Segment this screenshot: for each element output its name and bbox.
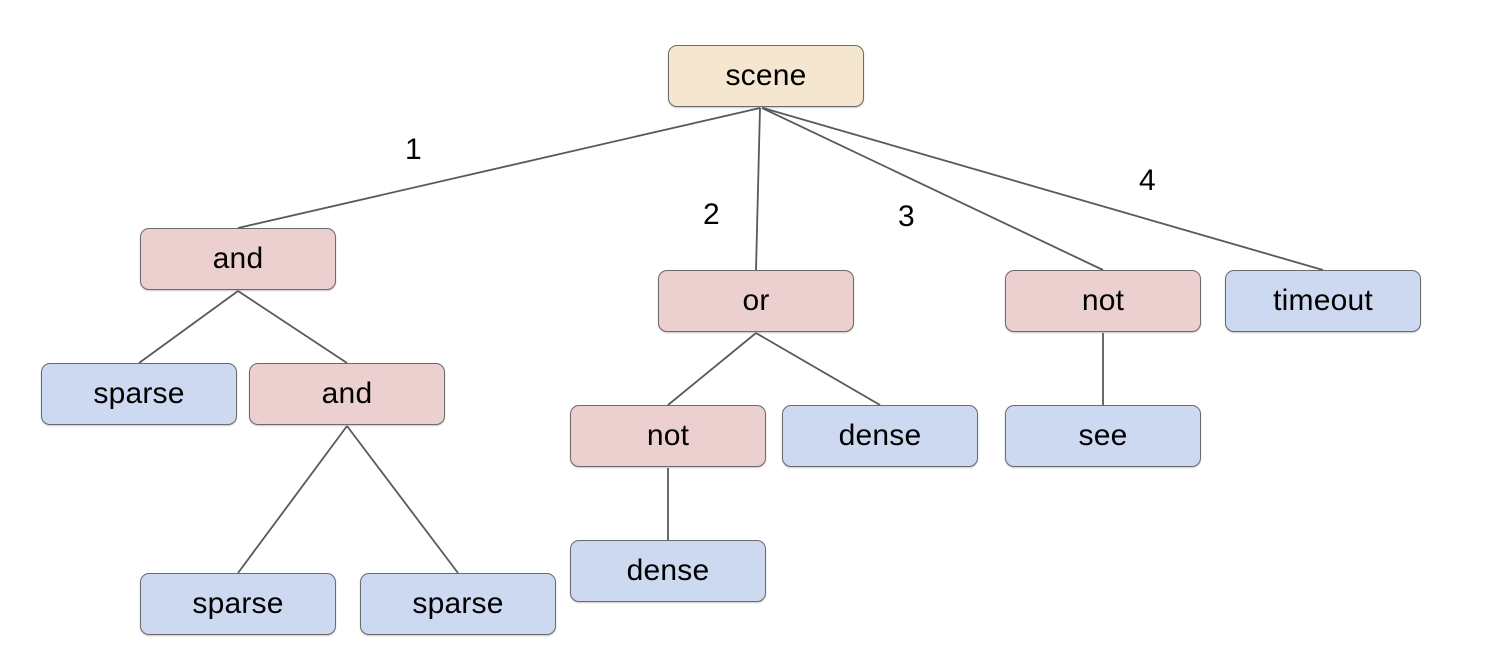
- tree-node-label: and: [212, 242, 264, 275]
- tree-node-label: dense: [838, 419, 922, 452]
- tree-node-dense2[interactable]: dense: [570, 540, 766, 602]
- tree-edge: [761, 107, 1104, 271]
- tree-node-sparse1[interactable]: sparse: [41, 363, 237, 425]
- edge-label-4: 4: [1139, 164, 1156, 197]
- tree-node-scene[interactable]: scene: [668, 45, 864, 107]
- tree-node-label: sparse: [412, 587, 504, 620]
- tree-edge: [755, 332, 881, 406]
- tree-node-label: see: [1078, 419, 1128, 452]
- tree-node-and1[interactable]: and: [140, 228, 336, 290]
- edge-label-2: 2: [703, 198, 720, 231]
- tree-node-label: sparse: [93, 377, 185, 410]
- tree-node-or1[interactable]: or: [658, 270, 854, 332]
- tree-node-label: timeout: [1273, 284, 1373, 317]
- tree-node-label: or: [742, 284, 770, 317]
- tree-node-label: scene: [725, 59, 807, 92]
- tree-edge: [237, 290, 348, 364]
- tree-node-label: and: [321, 377, 373, 410]
- tree-edge: [762, 107, 1324, 271]
- tree-node-not2[interactable]: not: [570, 405, 766, 467]
- tree-node-not1[interactable]: not: [1005, 270, 1201, 332]
- tree-edge: [667, 332, 757, 406]
- tree-node-label: dense: [626, 554, 710, 587]
- tree-node-and2[interactable]: and: [249, 363, 445, 425]
- tree-node-label: not: [1081, 284, 1125, 317]
- tree-edge: [237, 107, 761, 229]
- tree-edge: [755, 107, 761, 271]
- tree-node-label: sparse: [192, 587, 284, 620]
- tree-node-timeout1[interactable]: timeout: [1225, 270, 1421, 332]
- tree-edge: [346, 425, 459, 574]
- tree-node-label: not: [646, 419, 690, 452]
- tree-node-see1[interactable]: see: [1005, 405, 1201, 467]
- tree-node-dense1[interactable]: dense: [782, 405, 978, 467]
- tree-edge: [138, 290, 239, 364]
- tree-edge: [237, 425, 348, 574]
- edge-label-3: 3: [898, 200, 915, 233]
- edge-label-1: 1: [405, 133, 422, 166]
- tree-node-sparse3[interactable]: sparse: [360, 573, 556, 635]
- tree-node-sparse2[interactable]: sparse: [140, 573, 336, 635]
